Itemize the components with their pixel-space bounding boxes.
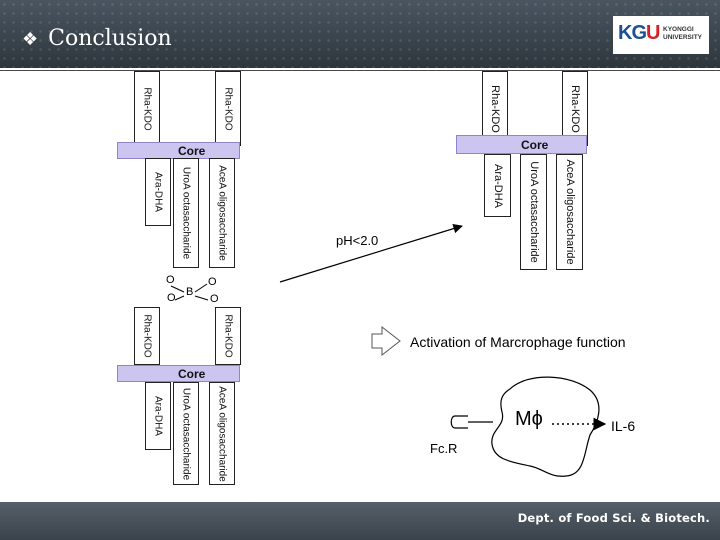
uro-a-box: UroA octasaccharide: [520, 154, 547, 270]
uro-a-box: UroA octasaccharide: [173, 158, 199, 268]
borate-oxygen: O: [208, 276, 217, 288]
core-label: Core: [521, 137, 549, 152]
logo-mark-kg: KG: [618, 22, 647, 44]
macrophage-label: Mϕ: [515, 408, 543, 430]
ara-dha-box: Ara-DHA: [145, 382, 171, 450]
footer-department-label: Dept. of Food Sci. & Biotech.: [517, 511, 710, 525]
fc-receptor-label: Fc.R: [430, 441, 458, 456]
ara-dha-box: Ara-DHA: [145, 158, 171, 226]
diamond-bullet-icon: ❖: [22, 29, 39, 50]
core-label: Core: [178, 143, 206, 158]
rha-kdo-box: Rha-KDO: [562, 71, 588, 146]
macrophage-cell-icon: [491, 376, 600, 477]
hydrolysis-arrow: [279, 223, 463, 283]
logo-text-line2: UNIVERSITY: [663, 34, 703, 41]
borate-oxygen: O: [167, 292, 176, 304]
activation-label: Activation of Marcrophage function: [410, 334, 626, 350]
title-text: Conclusion: [48, 26, 172, 51]
slide-title: ❖ Conclusion: [22, 26, 172, 51]
fc-receptor-icon: [450, 415, 468, 429]
ace-a-box: AceA oligosaccharide: [209, 382, 235, 485]
borate-bond: [170, 285, 185, 293]
activation-block-arrow-icon: [371, 325, 401, 357]
logo-mark-u: U: [646, 22, 660, 44]
borate-boron: B: [186, 286, 194, 298]
condition-label: pH<2.0: [336, 233, 379, 248]
core-bar: Core: [117, 142, 240, 159]
slide-footer: [0, 502, 720, 540]
borate-bond: [194, 283, 208, 293]
logo-text-line1: KYONGGI: [663, 26, 694, 33]
core-bar: Core: [456, 135, 587, 154]
borate-bond: [174, 295, 185, 301]
borate-bond: [194, 295, 209, 301]
rha-kdo-box: Rha-KDO: [215, 307, 241, 365]
core-bar: Core: [117, 365, 240, 382]
il6-label: IL-6: [611, 418, 636, 434]
ace-a-box: AceA oligosaccharide: [209, 158, 235, 268]
header-divider: [0, 70, 720, 71]
uro-a-box: UroA octasaccharide: [173, 382, 199, 485]
borate-oxygen: O: [210, 293, 219, 305]
rha-kdo-box: Rha-KDO: [482, 71, 508, 146]
borate-oxygen: O: [166, 274, 175, 286]
core-label: Core: [178, 366, 206, 381]
ara-dha-box: Ara-DHA: [484, 154, 511, 217]
ace-a-box: AceA oligosaccharide: [556, 154, 583, 270]
slide-header: [0, 0, 720, 68]
rha-kdo-box: Rha-KDO: [134, 307, 160, 365]
